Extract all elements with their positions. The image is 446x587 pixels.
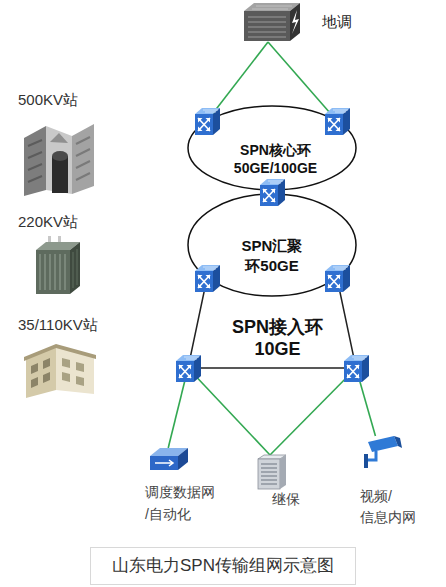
text-line: SPN汇聚 [237,236,307,256]
substation-220-icon [36,236,80,294]
figure-caption: 山东电力SPN传输组网示意图 [90,547,356,585]
node-label: 视频/ 信息内网 [360,486,426,528]
substation-500-icon-part [46,126,72,194]
camera-icon [364,436,402,468]
substation-node: 35/110KV站 [16,316,116,398]
node-label: 地调 [322,13,362,31]
server-icon-part [290,3,300,41]
router-icon [150,448,188,470]
text-line: 信息内网 [360,507,426,528]
device-node: 继保 [255,455,305,507]
substation-220-icon-part [36,242,80,250]
text-line: 视频/ [360,486,426,507]
substation-node: 220KV站 [16,213,111,303]
substation-110-icon [24,344,96,398]
substation-110-icon-part [31,358,50,388]
rack-icon-part [258,459,280,489]
rack-icon-part [258,455,286,459]
substation-220-icon-part [73,249,77,288]
switch-icon [325,108,350,135]
substation-110-icon-part [56,346,94,394]
node-label: 继保 [272,489,312,509]
substation-220-icon-part [40,254,65,290]
text-line: 50GE/100GE [228,159,323,177]
substation-500-icon-part [72,124,94,194]
substation-node: 500KV站 [16,91,111,197]
camera-icon-part [394,436,402,448]
server-icon-part [248,17,286,37]
server-icon-part [292,10,299,34]
camera-icon-part [364,454,368,468]
text-line: SPN接入环 [225,316,330,338]
text-line: 环50GE [237,256,307,276]
link-line [356,368,375,436]
ring-ellipse [188,194,356,296]
router-icon-part [155,460,173,466]
link-line [270,368,356,455]
node-label: 调度数据网 /自动化 [145,481,225,525]
server-icon [244,3,300,41]
server-icon-part [244,3,300,11]
camera-icon-part [368,451,376,460]
substation-220-icon-part [48,236,51,245]
link-line [188,368,270,455]
link-line [168,368,188,448]
text-line: SPN核心环 [228,141,323,159]
substation-500-icon-part [24,126,46,196]
switch-icon [195,265,220,292]
substation-500-icon-part [52,151,68,161]
substation-500-icon-part [76,137,90,180]
ring-ellipse [188,106,356,190]
device-node: 视频/ 信息内网 [356,436,428,524]
text-line: 调度数据网 [145,481,225,503]
rack-icon [258,455,286,489]
switch-icon [176,355,201,382]
rack-icon-part [261,464,277,484]
node-label: SPN汇聚 环50GE [237,236,307,276]
substation-220-icon-part [58,236,61,245]
substation-500-icon-part [50,133,68,143]
node-label: 35/110KV站 [18,316,114,334]
text-line: /自动化 [145,503,225,525]
link-line [207,42,268,121]
server-icon-part [244,11,290,41]
substation-220-icon-part [36,250,70,294]
ring-node: SPN核心环 50GE/100GE [187,105,357,191]
substation-500-icon [24,124,94,196]
substation-500-icon-part [52,156,68,193]
node-label: SPN接入环 10GE [225,316,330,360]
ring-lines [188,278,356,368]
node-label: SPN核心环 50GE/100GE [228,141,323,177]
ring-node: SPN汇聚 环50GE [187,193,357,297]
link-line [268,42,337,121]
substation-110-icon-part [62,358,84,386]
switch-icon [325,265,350,292]
router-icon-part [178,448,188,470]
server-icon-part [252,6,292,9]
router-icon-part [150,456,178,470]
switch-icons [176,108,369,382]
ring-node: SPN接入环 10GE [188,278,356,368]
substation-500-icon-part [28,140,42,182]
node-label: 500KV站 [18,91,108,109]
switch-icon [195,108,220,135]
substation-110-icon-part [24,344,96,361]
node-label: 220KV站 [18,213,108,231]
switch-icon [260,179,285,206]
text-line: 10GE [225,338,330,360]
substation-110-icon-part [26,346,56,398]
substation-220-icon-part [70,242,80,294]
server-node: 地调 [238,2,358,42]
switch-icon [344,355,369,382]
camera-icon-part [368,436,398,452]
router-icon-part [150,448,188,456]
rack-icon-part [280,455,286,489]
device-node: 调度数据网 /自动化 [145,448,225,522]
